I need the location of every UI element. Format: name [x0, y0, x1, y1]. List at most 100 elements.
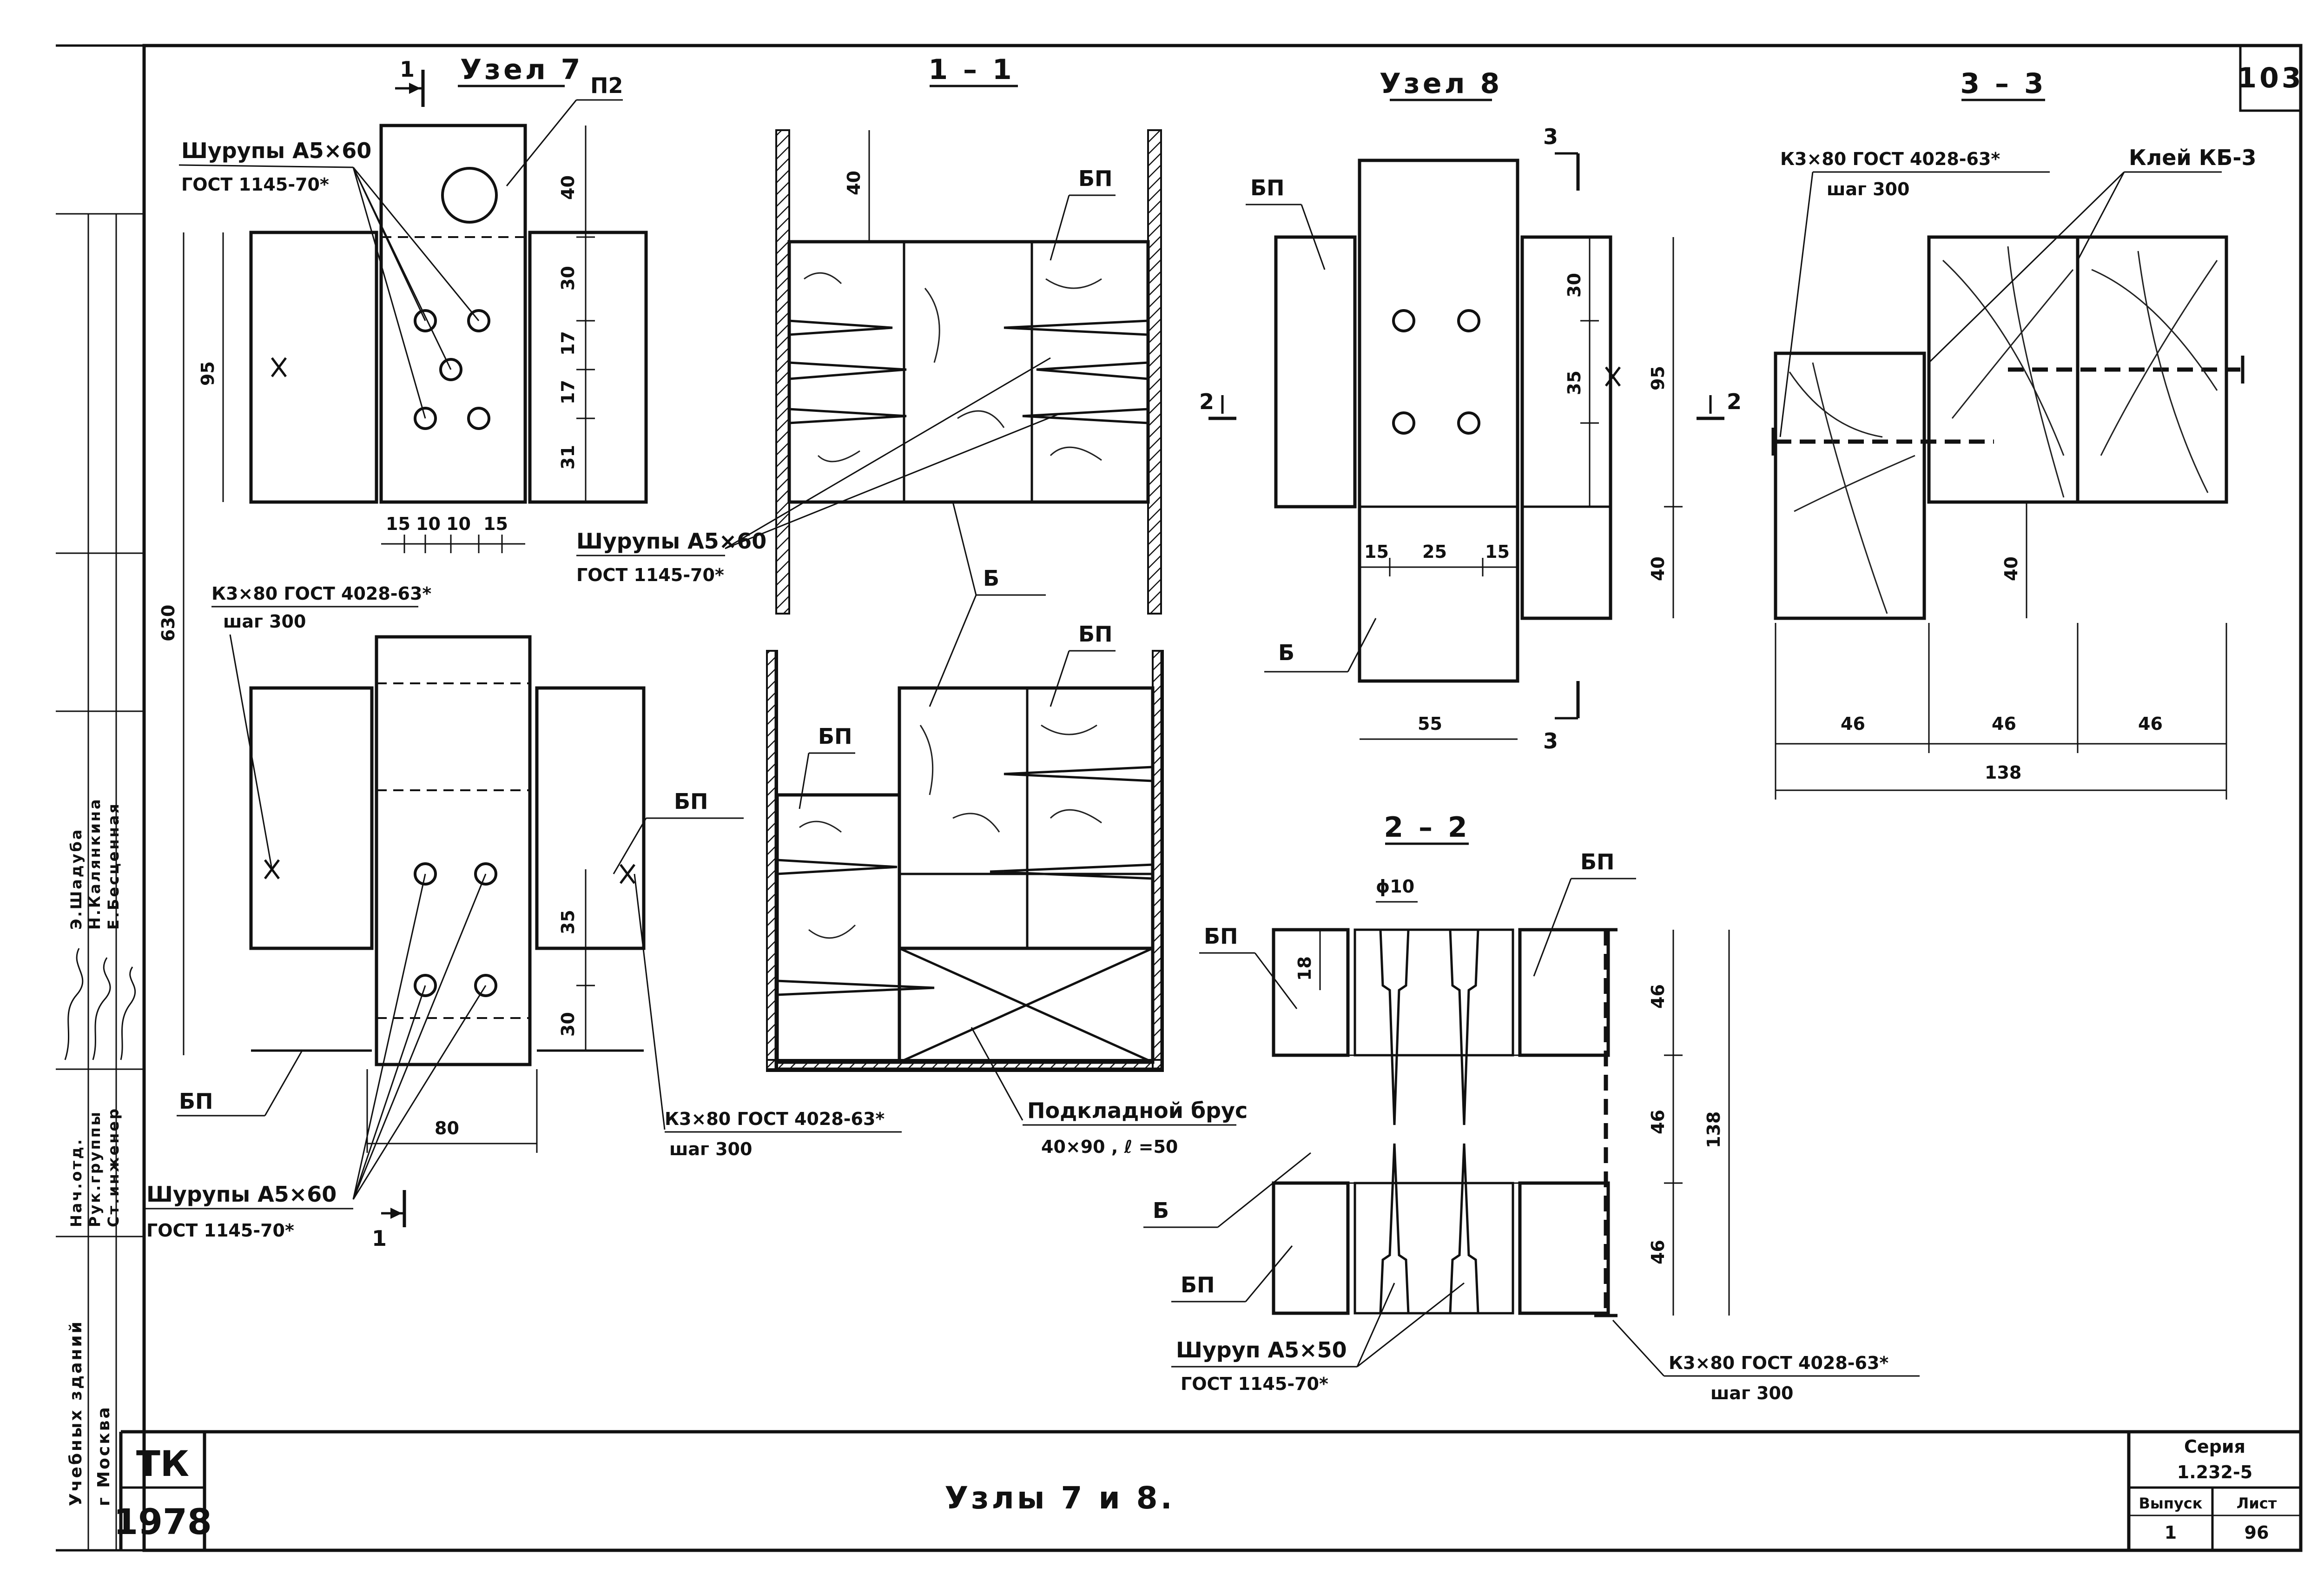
label-k3-left: К3×80 ГОСТ 4028-63*	[211, 583, 431, 604]
title-section-1-1: 1 – 1	[928, 53, 1014, 86]
sheet-label: Лист	[2237, 1495, 2277, 1512]
dim-node7-31: 31	[558, 445, 578, 470]
label-b-node8: Б	[1278, 640, 1294, 665]
sidebar-signatures	[64, 948, 136, 1060]
sidebar-role-1: Нач.отд.	[67, 1138, 85, 1227]
sidebar-name-3: Е.Бесценная	[105, 802, 122, 930]
dim-node7-630: 630	[158, 605, 178, 642]
drawing-frame	[56, 44, 2303, 1552]
node8-screw-hole	[1392, 411, 1415, 435]
section-2-2-screw	[1449, 929, 1479, 1125]
node7-lower-right-member	[535, 686, 646, 950]
node7-lower-plate	[375, 635, 532, 1066]
label-step-3-3: шаг 300	[1827, 179, 1909, 199]
sidebar-name-2: Н.Калянкина	[86, 797, 104, 930]
section-mark-2-left: 2	[1199, 389, 1214, 414]
issue-label: Выпуск	[2139, 1495, 2203, 1512]
dim-node7-w10b: 10	[446, 514, 471, 534]
section-mark-3-bottom: 3	[1543, 728, 1558, 754]
dim-node8-w15a: 15	[1364, 542, 1389, 562]
label-step-2-2: шаг 300	[1710, 1383, 1793, 1403]
sidebar-name-1: Э.Шадуба	[67, 828, 85, 930]
node7-left-member	[249, 231, 378, 504]
dim-node7-w15a: 15	[386, 514, 410, 534]
node8-right-member	[1520, 235, 1612, 620]
label-screws-upper: Шурупы А5×60	[181, 138, 371, 163]
section-mark-1-top: 1	[400, 57, 415, 82]
label-k3-2-2: К3×80 ГОСТ 4028-63*	[1669, 1353, 1888, 1373]
dim-node7-30: 30	[558, 266, 578, 291]
dim-node8-95: 95	[1648, 366, 1668, 390]
node7-lower-left-member	[249, 686, 374, 950]
stamp-org: ТК	[136, 1443, 189, 1484]
dim-3-3-w46b: 46	[1992, 714, 2016, 734]
sheet-title: Узлы 7 и 8.	[944, 1480, 1175, 1516]
label-k3-right: К3×80 ГОСТ 4028-63*	[665, 1109, 885, 1129]
label-gost-1-1: ГОСТ 1145-70*	[576, 565, 724, 585]
dim-node8-35: 35	[1564, 370, 1585, 395]
dim-3-3-w138: 138	[1985, 762, 2021, 783]
label-bp-2-2-lower: БП	[1181, 1272, 1215, 1297]
section-2-2-screw	[1379, 1143, 1410, 1314]
dim-node7-17b: 17	[558, 380, 578, 404]
label-bp-1-1-top: БП	[1078, 166, 1113, 191]
dim-node8-w25: 25	[1422, 542, 1447, 562]
sidebar-org-line2: г Москва	[94, 1405, 113, 1506]
dim-node7-w80: 80	[435, 1118, 459, 1138]
label-screw-2-2: Шуруп А5×50	[1176, 1337, 1347, 1363]
node7-upper-plate	[379, 124, 527, 504]
label-b-2-2: Б	[1153, 1198, 1169, 1223]
node7-view: 1 Шурупы А5×60 ГОСТ 1145-70* П2	[144, 57, 902, 1251]
sheet-value: 96	[2245, 1522, 2269, 1543]
dim-node7-95: 95	[198, 361, 218, 386]
series-label: Серия	[2184, 1436, 2245, 1457]
label-glue: Клей КБ-3	[2129, 145, 2257, 170]
node7-large-hole	[441, 167, 498, 224]
node8-screw-hole	[1392, 309, 1415, 332]
section-2-2-screw	[1449, 1143, 1479, 1314]
section-mark-3-top: 3	[1543, 124, 1558, 149]
stamp-year: 1978	[113, 1501, 212, 1542]
dim-2-2-46c: 46	[1648, 1240, 1668, 1264]
label-p2: П2	[590, 73, 623, 98]
section-mark-1-bottom: 1	[372, 1226, 387, 1251]
sidebar-org-line1: Учебных зданий	[66, 1320, 86, 1506]
dim-2-2-46a: 46	[1648, 984, 1668, 1009]
label-bp-1-1-left: БП	[818, 724, 852, 749]
node8-screw-hole	[1457, 309, 1480, 332]
label-screws-1-1: Шурупы А5×60	[576, 529, 766, 554]
node7-screw-hole	[467, 407, 490, 430]
label-screws-lower: Шурупы А5×60	[146, 1182, 337, 1207]
dim-node8-30: 30	[1564, 273, 1585, 298]
title-node8: Узел 8	[1380, 67, 1502, 100]
section-1-1-view: 40 БП БП БП Б	[576, 129, 1248, 1157]
node7-right-member	[528, 231, 648, 504]
label-bp-2-2-left: БП	[1204, 924, 1238, 949]
dim-node8-w55: 55	[1418, 714, 1442, 734]
series-value: 1.232-5	[2177, 1462, 2252, 1482]
dim-3-3-40: 40	[2001, 556, 2021, 581]
section-3-3-view: 46 46 46 138 40 К3×80 ГОСТ 4028-63* шаг …	[1771, 145, 2257, 800]
label-bp-node7-lower: БП	[179, 1089, 213, 1114]
node8-vertical-member	[1358, 159, 1519, 683]
section-2-2-view: ϕ10 18 46 46 46 138 БП БП Б БП Шуруп А5×…	[1143, 849, 1920, 1403]
dim-3-3-w46c: 46	[2138, 714, 2163, 734]
label-bp-1-1-lower: БП	[1078, 622, 1113, 647]
page-number-box	[2239, 44, 2302, 112]
dim-3-3-w46a: 46	[1841, 714, 1865, 734]
node8-left-member	[1274, 235, 1357, 509]
dim-node8-w15b: 15	[1485, 542, 1510, 562]
issue-value: 1	[2165, 1522, 2177, 1543]
label-bp-node7-right: БП	[674, 789, 708, 814]
node8-screw-hole	[1457, 411, 1480, 435]
label-b-1-1: Б	[983, 566, 999, 591]
label-k3-3-3: К3×80 ГОСТ 4028-63*	[1780, 149, 2000, 169]
label-pad-bar-size: 40×90 , ℓ =50	[1041, 1137, 1178, 1157]
dim-node7-w10a: 10	[416, 514, 441, 534]
sidebar-role-3: Ст.инженер	[105, 1107, 122, 1227]
label-bp-2-2-right: БП	[1580, 849, 1615, 874]
title-section-2-2: 2 – 2	[1384, 811, 1470, 844]
title-node7: Узел 7	[460, 53, 583, 86]
label-step-left: шаг 300	[223, 611, 306, 632]
